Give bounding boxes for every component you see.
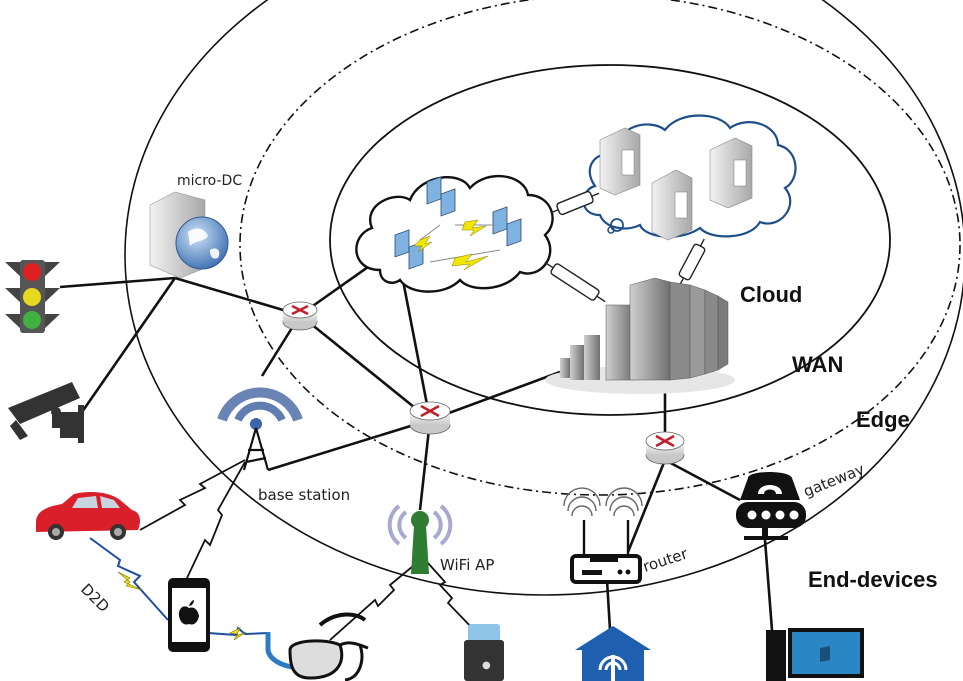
cloud-boundary <box>329 64 891 416</box>
car-icon <box>36 492 140 540</box>
base-station <box>217 387 303 471</box>
router-wan-left <box>282 301 318 331</box>
wan-boundary <box>239 0 961 496</box>
lightning-icons <box>117 571 247 641</box>
smartphone-icon <box>168 578 210 652</box>
micro-dc-label: micro-DC <box>177 173 242 189</box>
private-cloud-servers <box>599 127 753 241</box>
cloud-servers <box>394 176 522 270</box>
wifi-ap-label: WiFi AP <box>440 556 494 574</box>
smart-glasses-icon <box>265 612 369 681</box>
gateway-icon <box>736 472 806 540</box>
cloud-tier-label: Cloud <box>740 282 802 307</box>
base-station-label: base station <box>258 486 350 504</box>
cloud-lightning-icons <box>413 219 489 271</box>
svg-text:●: ● <box>482 660 491 671</box>
tier-boundaries <box>124 0 963 596</box>
smartwatch-icon: ● <box>464 624 504 681</box>
wan-tier-label: WAN <box>792 352 843 377</box>
smart-home-icon <box>575 626 651 681</box>
wifi-ap <box>387 504 453 574</box>
d2d-links <box>89 537 269 637</box>
wifi-router-icon <box>563 487 643 584</box>
router-label: router <box>641 544 691 576</box>
gateway-label: gateway <box>801 460 867 501</box>
labels: micro-DC base station WiFi AP router gat… <box>77 173 937 616</box>
router-wan-center <box>409 401 451 435</box>
cloud-connectors <box>544 190 706 303</box>
security-camera-icon <box>8 382 84 443</box>
public-cloud <box>355 174 554 293</box>
micro-dc <box>149 191 229 279</box>
router-wan-right <box>645 431 685 465</box>
desktop-computer-icon <box>766 628 864 681</box>
cloud-shape <box>355 174 554 293</box>
data-center <box>545 277 735 394</box>
edge-boundary <box>124 0 963 596</box>
edge-tier-label: Edge <box>856 407 910 432</box>
apple-logo-icon <box>178 600 199 625</box>
private-cloud <box>582 114 797 241</box>
traffic-light-icon <box>5 260 60 333</box>
end-devices-tier-label: End-devices <box>808 567 938 592</box>
d2d-label: D2D <box>77 580 113 616</box>
wireless-links <box>139 459 477 641</box>
globe-icon <box>175 216 229 270</box>
